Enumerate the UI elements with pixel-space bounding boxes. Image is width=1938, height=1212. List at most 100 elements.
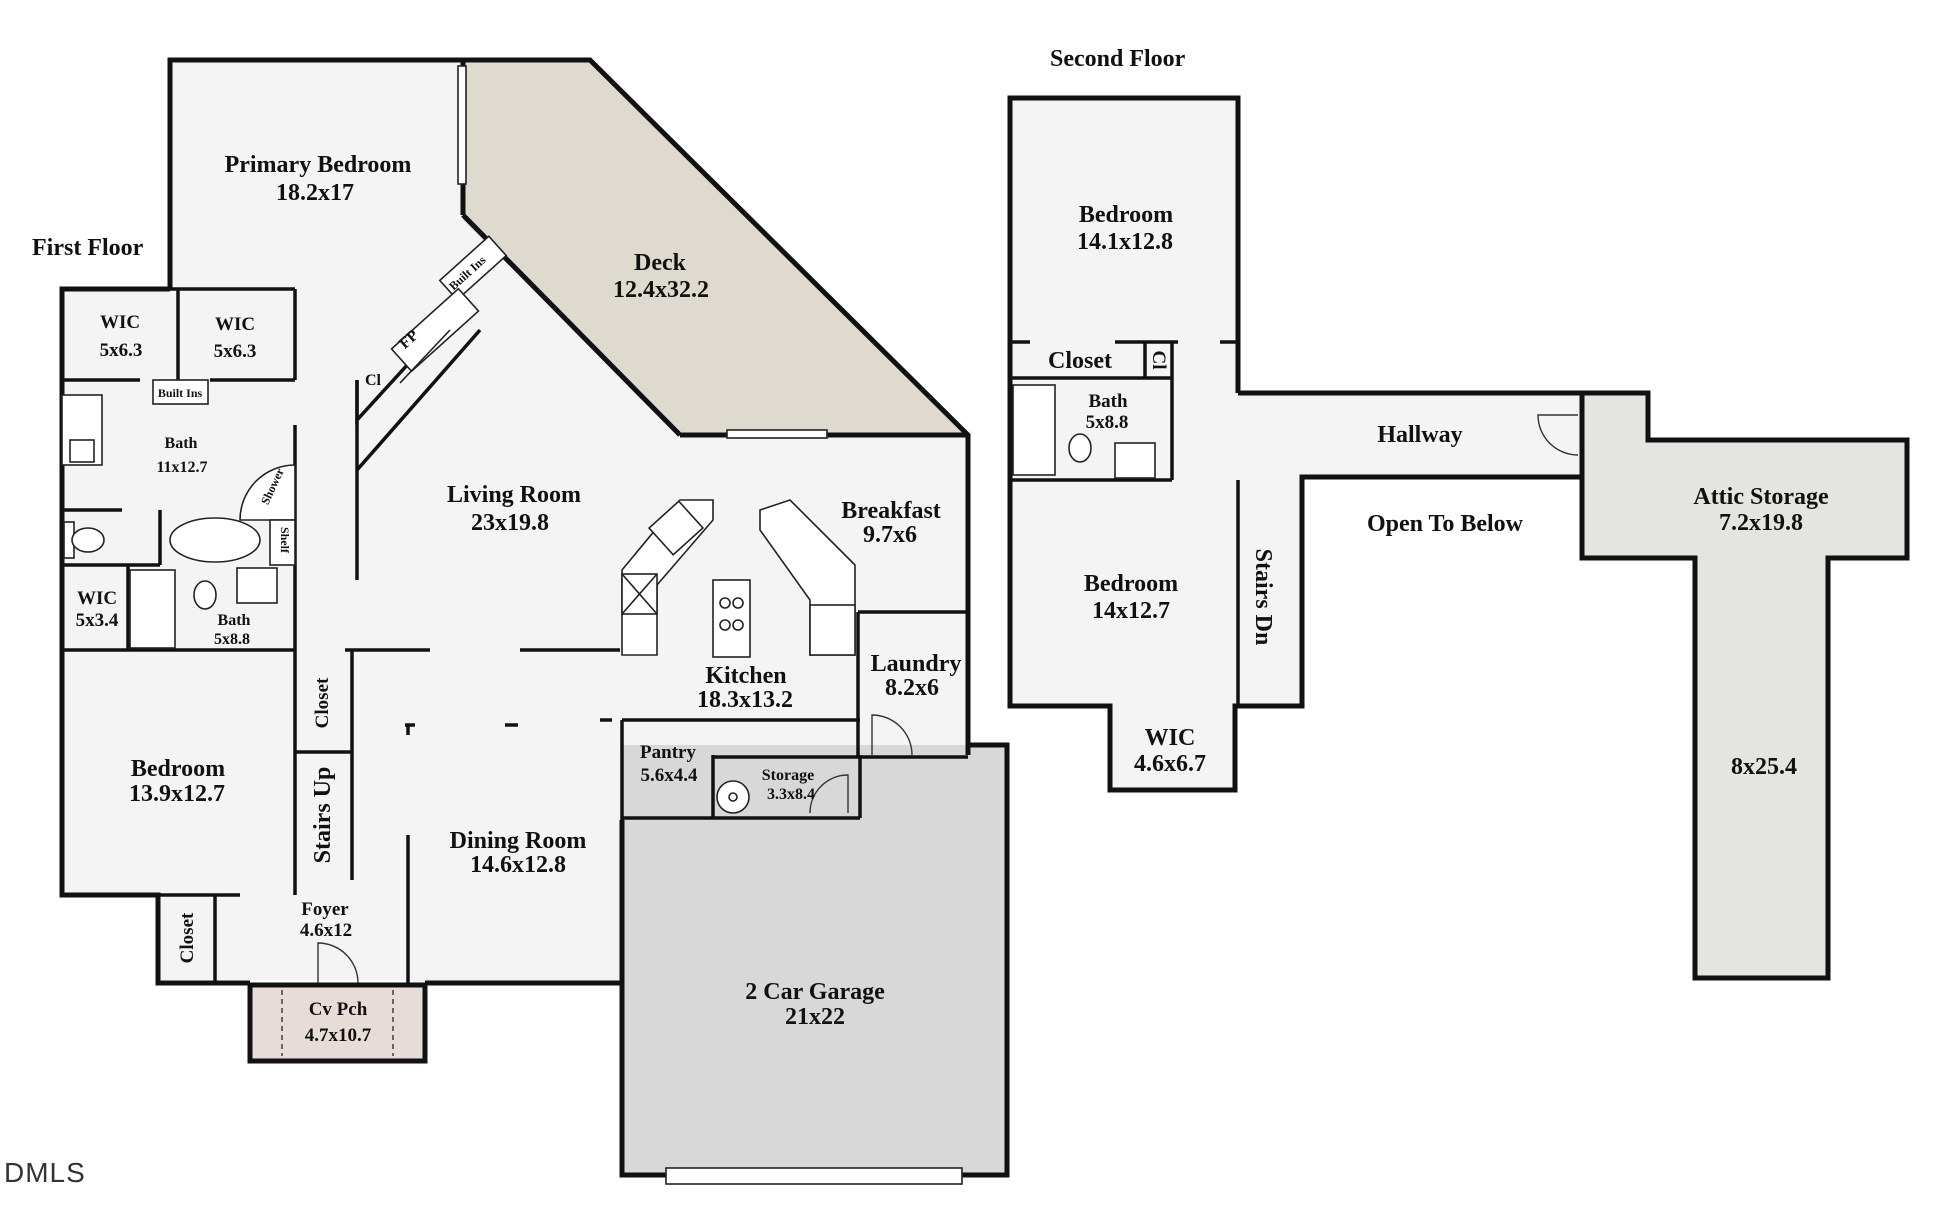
bath2-size: 5x8.8 (214, 631, 250, 648)
attic-storage-name: Attic Storage (1693, 484, 1829, 510)
primary-bedroom-size: 18.2x17 (276, 180, 354, 206)
kitchen-name: Kitchen (705, 663, 786, 689)
wic-left-name: WIC (100, 312, 140, 333)
bath2-sink (236, 567, 278, 604)
primary-bath-size: 11x12.7 (156, 459, 207, 476)
closet-foyer-label: Closet (177, 912, 198, 963)
storage-size: 3.3x8.4 (767, 786, 815, 803)
breakfast-name: Breakfast (841, 498, 941, 524)
bedroom-bottom-size: 14x12.7 (1092, 598, 1170, 624)
storage-name: Storage (762, 767, 814, 784)
cv-pch-size: 4.7x10.7 (305, 1025, 372, 1046)
primary-bath-name: Bath (165, 435, 198, 452)
bath-2f-size: 5x8.8 (1086, 412, 1129, 433)
built-ins-diagonal (438, 235, 508, 301)
deck-name: Deck (634, 250, 687, 276)
hallway-door-swing (1537, 414, 1579, 456)
wic-right-name: WIC (215, 314, 255, 335)
vanity-sink-1 (61, 394, 103, 466)
cl-diag-label: Cl (365, 372, 382, 389)
closet-2f-label: Closet (1048, 348, 1112, 374)
wic-2f-size: 4.6x6.7 (1134, 751, 1206, 777)
laundry-door-swing (871, 714, 913, 756)
attic-area (1582, 393, 1907, 978)
built-ins-small (152, 379, 209, 405)
attic-wall (1579, 390, 1910, 981)
toilet-bowl-2 (193, 580, 217, 610)
primary-bedroom-name: Primary Bedroom (225, 152, 412, 178)
sink-2f (1114, 442, 1156, 479)
shower-stall (239, 464, 296, 521)
cooktop-burner-1 (719, 597, 731, 609)
attic-size2: 8x25.4 (1731, 754, 1797, 780)
laundry-size: 8.2x6 (885, 675, 939, 701)
bath-2f-name: Bath (1088, 391, 1128, 412)
kitchen-size: 18.3x13.2 (697, 687, 793, 713)
storage-door-swing (809, 774, 849, 814)
garage-door (665, 1167, 963, 1185)
breakfast-size: 9.7x6 (863, 522, 917, 548)
shelf-label: Shelf (278, 527, 292, 554)
deck-slider (726, 429, 828, 439)
fireplace (390, 287, 480, 373)
laundry-name: Laundry (871, 651, 962, 677)
stairs-up-label: Stairs Up (310, 767, 336, 864)
foyer-size: 4.6x12 (300, 920, 352, 941)
dmls-watermark: DMLS (4, 1157, 86, 1188)
first-floor (59, 57, 1010, 1185)
built-ins-small-label: Built Ins (158, 386, 203, 400)
fireplace-wall (355, 328, 482, 472)
porch-wall (247, 982, 428, 1064)
water-heater-core (728, 792, 738, 802)
bedroom-name: Bedroom (131, 756, 225, 782)
wic-small-name: WIC (77, 588, 117, 609)
bedroom-size: 13.9x12.7 (129, 781, 225, 807)
wic-left-size: 5x6.3 (100, 340, 143, 361)
wic-2f-name: WIC (1145, 725, 1196, 751)
fireplace-hearth (399, 329, 451, 384)
second-floor (1007, 95, 1910, 981)
water-heater (716, 780, 750, 814)
second-floor-area (1010, 98, 1582, 790)
living-room-name: Living Room (447, 482, 581, 508)
toilet-2f (1068, 433, 1092, 463)
foyer-name: Foyer (301, 899, 349, 920)
foyer-door-swing (317, 942, 359, 984)
garage-name: 2 Car Garage (745, 979, 885, 1005)
labels: First Floor Second Floor DMLS Primary Be… (4, 46, 1829, 1188)
first-floor-title: First Floor (32, 235, 144, 261)
bedroom-top-name: Bedroom (1079, 202, 1173, 228)
kitchen-sink (647, 500, 705, 556)
cooktop-burner-3 (719, 619, 731, 631)
cl-2f-label: Cl (1148, 351, 1169, 370)
stairs-dn-label: Stairs Dn (1250, 549, 1276, 646)
cooktop-burner-2 (732, 597, 744, 609)
wic-right-size: 5x6.3 (214, 341, 257, 362)
cooktop-burner-4 (732, 619, 744, 631)
kitchen-island (712, 579, 751, 658)
bath2-tub (129, 569, 176, 649)
dining-room-name: Dining Room (450, 828, 587, 854)
bathtub (169, 517, 261, 563)
cv-pch-name: Cv Pch (309, 999, 368, 1020)
garage-area (622, 745, 1007, 1175)
shelf (269, 519, 296, 566)
primary-slider (457, 65, 467, 185)
living-room-size: 23x19.8 (471, 510, 549, 536)
porch-area (250, 985, 425, 1061)
wic-small-size: 5x3.4 (76, 610, 119, 631)
fridge (809, 604, 856, 656)
toilet-bowl-1 (71, 527, 105, 553)
garage-wall (619, 742, 1010, 1178)
bath2-name: Bath (218, 612, 251, 629)
second-floor-title: Second Floor (1050, 46, 1186, 72)
exterior-wall (167, 57, 971, 755)
open-to-below-label: Open To Below (1367, 511, 1524, 537)
garage-size: 21x22 (785, 1004, 845, 1030)
bedroom-top-size: 14.1x12.8 (1077, 229, 1173, 255)
deck-size: 12.4x32.2 (613, 277, 709, 303)
dining-room-size: 14.6x12.8 (470, 852, 566, 878)
sink-basin-1 (69, 439, 95, 463)
bath-tub-2f (1012, 384, 1056, 476)
